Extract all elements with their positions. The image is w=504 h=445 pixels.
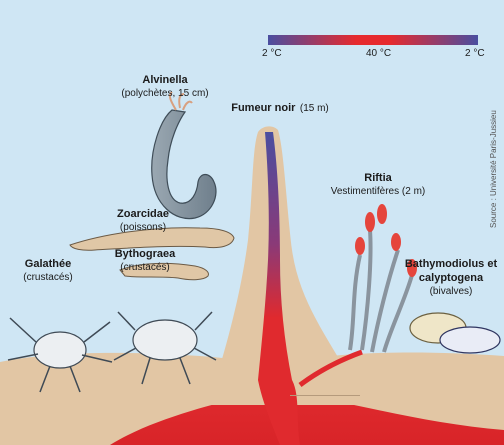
zoarcidae-subtitle: (poissons) [119,221,167,233]
bythograea-subtitle: (crustacés) [120,261,170,273]
label-bathymodiolus: Bathymodiolus et calyptogena (bivalves) [398,258,504,298]
chimney-base-outline [290,395,360,396]
galathee-title: Galathée [24,258,72,270]
temp-tick-right: 2 °C [465,48,485,59]
chimney-hot-core [258,132,292,380]
magma-chamber [110,392,504,445]
alvinella-tentacles [168,91,193,111]
bivalves [409,312,501,354]
magma-vein [258,380,300,445]
riftia-title: Riftia [364,172,392,184]
bathymodiolus-subtitle: (bivalves) [429,285,473,297]
source-credit: Source : Université Paris-Jussieu [488,98,500,228]
zoarcidae-fish-upper [69,227,235,251]
zoarcidae-fish-lower [119,262,209,281]
galathee-subtitle: (crustacés) [23,271,73,283]
magma-side-vein [298,349,363,388]
riftia-subtitle: Vestimentifères (2 m) [330,185,426,197]
label-riftia: Riftia Vestimentifères (2 m) [318,172,438,198]
alvinella-title: Alvinella [142,74,188,86]
temp-tick-left: 2 °C [262,48,282,59]
bythograea-crab [113,311,217,385]
fumeur-title: Fumeur noir [231,102,296,114]
label-bythograea: Bythograea (crustacés) [90,248,200,274]
bathymodiolus-title-1: Bathymodiolus et [404,258,498,270]
temp-tick-center: 40 °C [366,48,392,59]
source-credit-text: Source : Université Paris-Jussieu [489,110,498,228]
label-galathee: Galathée (crustacés) [8,258,88,284]
alvinella-subtitle: (polychètes, 15 cm) [121,87,209,99]
black-smoker-chimney [210,126,360,405]
label-alvinella: Alvinella (polychètes, 15 cm) [105,74,225,100]
galathee-crab [7,317,113,393]
fumeur-subtitle: (15 m) [299,103,329,114]
temperature-bar [268,35,478,45]
alvinella-worm [151,109,217,220]
bythograea-title: Bythograea [114,248,176,260]
riftia-tubeworms [348,204,417,353]
bathymodiolus-title-2: calyptogena [418,271,484,284]
label-zoarcidae: Zoarcidae (poissons) [88,208,198,234]
zoarcidae-title: Zoarcidae [117,208,169,220]
label-fumeur-noir: Fumeur noir (15 m) [220,97,340,117]
